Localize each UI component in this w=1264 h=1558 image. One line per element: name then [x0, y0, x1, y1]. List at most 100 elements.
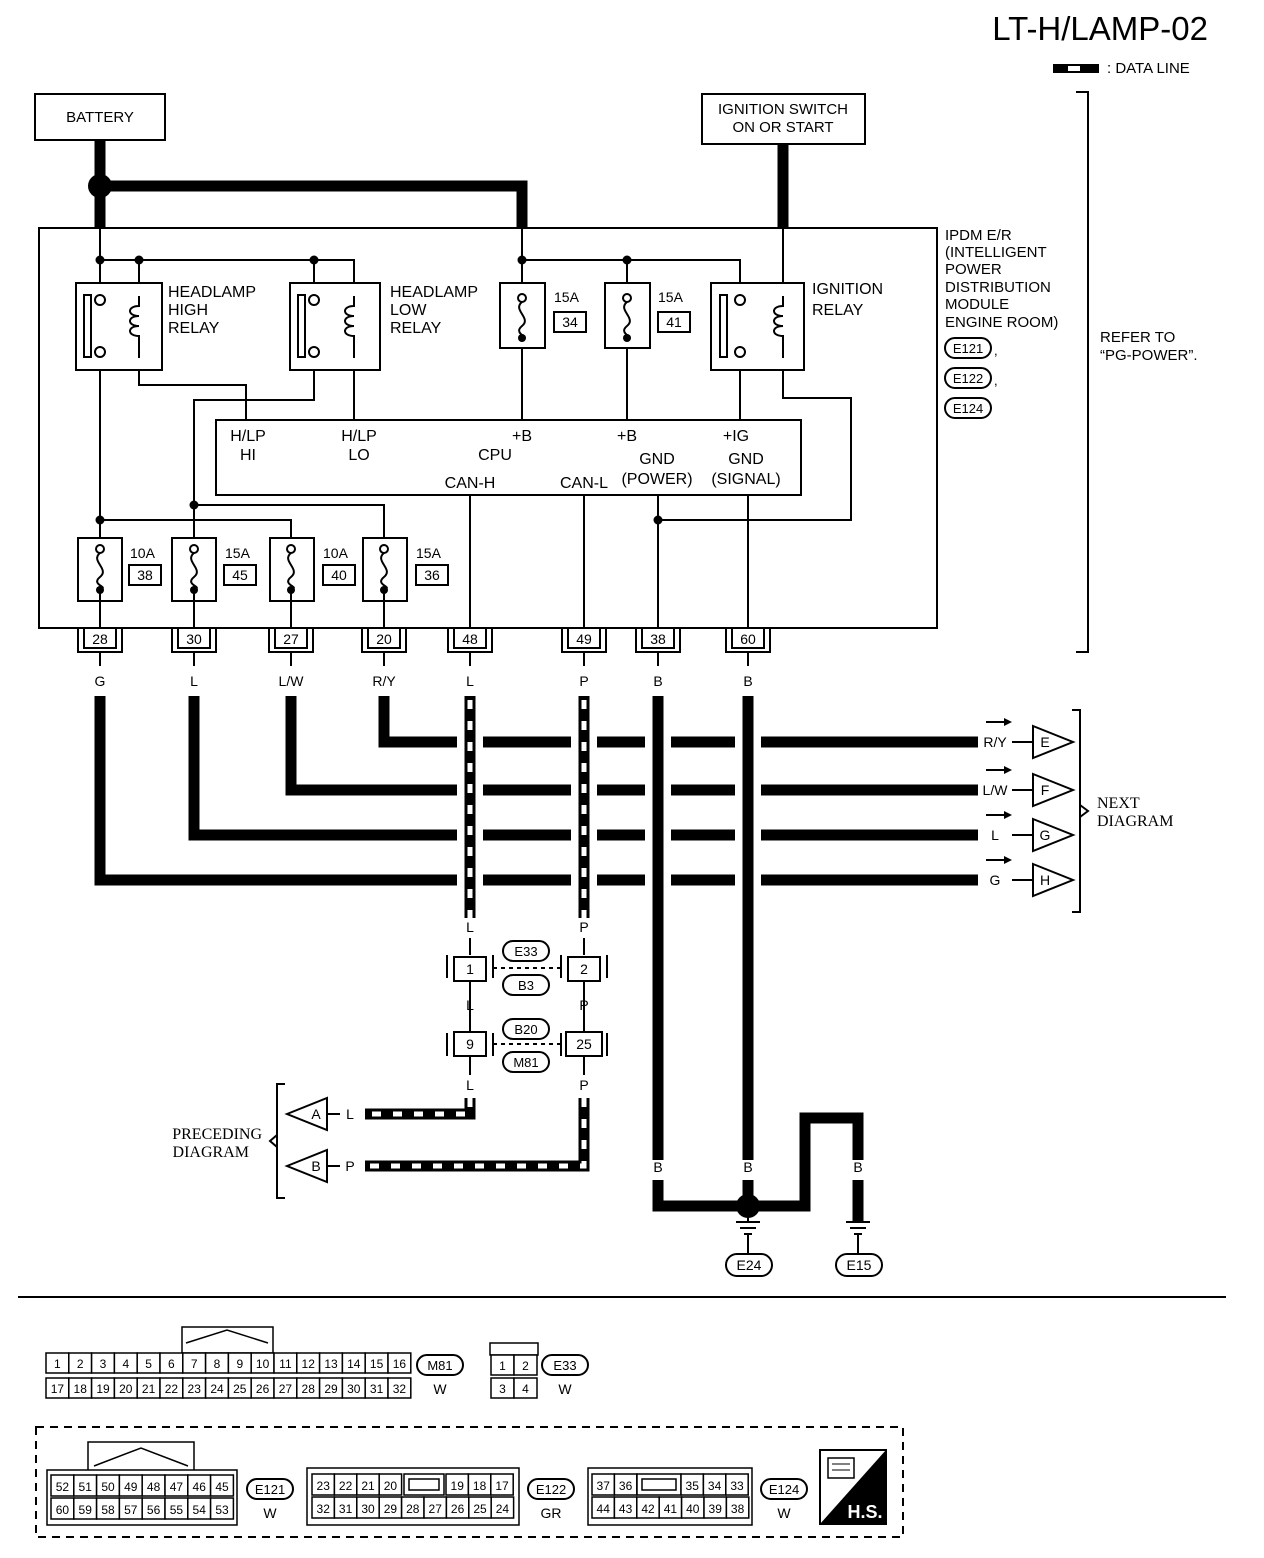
connector-id: E33: [553, 1358, 576, 1373]
m81-cell: 23: [182, 1377, 207, 1399]
m81-cell: 27: [273, 1377, 298, 1399]
terminal-pin-label: 60: [740, 631, 756, 647]
e124-cell: 39: [703, 1496, 728, 1519]
fuse-10a-38: 10A 38: [77, 537, 162, 602]
svg-text:4: 4: [522, 1382, 529, 1396]
next-output-letter: H: [1040, 872, 1050, 888]
e121-cell: 49: [118, 1474, 143, 1497]
svg-text:24: 24: [496, 1502, 510, 1516]
connector-color: W: [263, 1505, 277, 1521]
terminal-48: 48L: [447, 627, 493, 689]
terminal-60: 60B: [725, 627, 771, 689]
connector-id-badge: [541, 1354, 589, 1376]
svg-text:45: 45: [232, 567, 248, 583]
e121-cell: 50: [95, 1474, 121, 1497]
next-output-color: L/W: [983, 782, 1009, 798]
svg-text:,: ,: [994, 373, 998, 388]
m81-cell: 5: [136, 1352, 161, 1374]
next-diagram-line1: NEXT: [1097, 795, 1140, 812]
svg-text:59: 59: [79, 1503, 93, 1517]
arrow-right-icon: [1004, 766, 1012, 774]
m81-cell: 20: [113, 1377, 138, 1399]
svg-text:POWER: POWER: [945, 261, 1002, 278]
terminal-wire-color: L/W: [279, 673, 305, 689]
e121-cell: 51: [73, 1474, 98, 1497]
cpu-can-l: CAN-L: [560, 475, 608, 492]
ipdm-connector-e124: E124: [944, 397, 992, 419]
terminal-pin-label: 49: [576, 631, 592, 647]
svg-text:HEADLAMP: HEADLAMP: [168, 284, 256, 301]
m81-cell: 12: [296, 1352, 321, 1374]
terminal-27: 27L/W: [268, 627, 314, 689]
svg-text:19: 19: [451, 1479, 465, 1493]
e121-cell: 55: [164, 1497, 189, 1520]
svg-text:MODULE: MODULE: [945, 296, 1009, 313]
terminal-20: 20R/Y: [361, 627, 407, 689]
svg-text:17: 17: [495, 1479, 509, 1493]
svg-text:25: 25: [233, 1382, 247, 1396]
svg-text:17: 17: [51, 1382, 65, 1396]
m81-cell: 8: [204, 1352, 230, 1374]
fuse-10a-40: 10A 40: [269, 537, 356, 602]
svg-text:1: 1: [499, 1359, 506, 1373]
next-diagram-line2: DIAGRAM: [1097, 813, 1173, 830]
data-line-legend: : DATA LINE: [1053, 60, 1190, 77]
svg-text:42: 42: [641, 1502, 655, 1516]
svg-text:40: 40: [331, 567, 347, 583]
svg-text:B3: B3: [518, 978, 534, 993]
terminal-49: 49P: [561, 627, 607, 689]
svg-text:23: 23: [188, 1382, 202, 1396]
connector-id-badge: [246, 1478, 294, 1500]
connector-color: W: [558, 1381, 572, 1397]
svg-text:29: 29: [324, 1382, 338, 1396]
m81-cell: 29: [318, 1377, 344, 1399]
svg-text:1: 1: [466, 961, 474, 977]
svg-text:4: 4: [122, 1357, 129, 1371]
svg-text:39: 39: [709, 1502, 723, 1516]
ipdm-box: [38, 227, 938, 629]
svg-text:18: 18: [473, 1479, 487, 1493]
svg-text:15A: 15A: [416, 545, 442, 561]
m81-cell: 26: [250, 1377, 275, 1399]
connector-color: W: [777, 1505, 791, 1521]
connector-id: E124: [769, 1482, 799, 1497]
svg-text:ENGINE ROOM): ENGINE ROOM): [945, 314, 1058, 331]
e122-cell: 28: [400, 1496, 425, 1519]
svg-text:11: 11: [279, 1357, 292, 1371]
svg-text:46: 46: [193, 1480, 207, 1494]
next-output-color: G: [990, 872, 1001, 888]
can-l-wire-label-2: P: [579, 997, 588, 1013]
can-l-wire-label-3: P: [579, 1077, 588, 1093]
e121-cell: 54: [187, 1497, 212, 1520]
cpu-hlp-lo-1: H/LP: [341, 428, 377, 445]
e124-cell: 34: [702, 1473, 727, 1496]
terminal-wire-color: L: [466, 673, 474, 689]
e122-cell: 27: [423, 1496, 448, 1519]
svg-text:14: 14: [347, 1357, 361, 1371]
svg-text:RELAY: RELAY: [812, 302, 864, 319]
terminal-wire-color: B: [653, 673, 662, 689]
can-h-wire-label-2: L: [466, 997, 474, 1013]
svg-text:22: 22: [339, 1479, 353, 1493]
svg-text:43: 43: [619, 1502, 633, 1516]
m81-cell: 7: [182, 1352, 207, 1374]
svg-text:LOW: LOW: [390, 302, 427, 319]
m81-cell: 18: [68, 1377, 93, 1399]
svg-text:E124: E124: [953, 401, 983, 416]
svg-text:10: 10: [256, 1357, 270, 1371]
terminal-pin-label: 30: [186, 631, 202, 647]
connector-id: E122: [536, 1482, 566, 1497]
ignition-switch-box: [701, 93, 866, 145]
refer-to-line1: REFER TO: [1100, 329, 1175, 346]
m81-cell: 1: [45, 1352, 70, 1374]
preceding-bracket: [276, 1083, 285, 1199]
ignition-switch-line2: ON OR START: [732, 119, 833, 136]
svg-text:HEADLAMP: HEADLAMP: [390, 284, 478, 301]
m81-cell: 19: [90, 1377, 116, 1399]
refer-bracket: [1076, 91, 1089, 653]
svg-text:27: 27: [279, 1382, 293, 1396]
